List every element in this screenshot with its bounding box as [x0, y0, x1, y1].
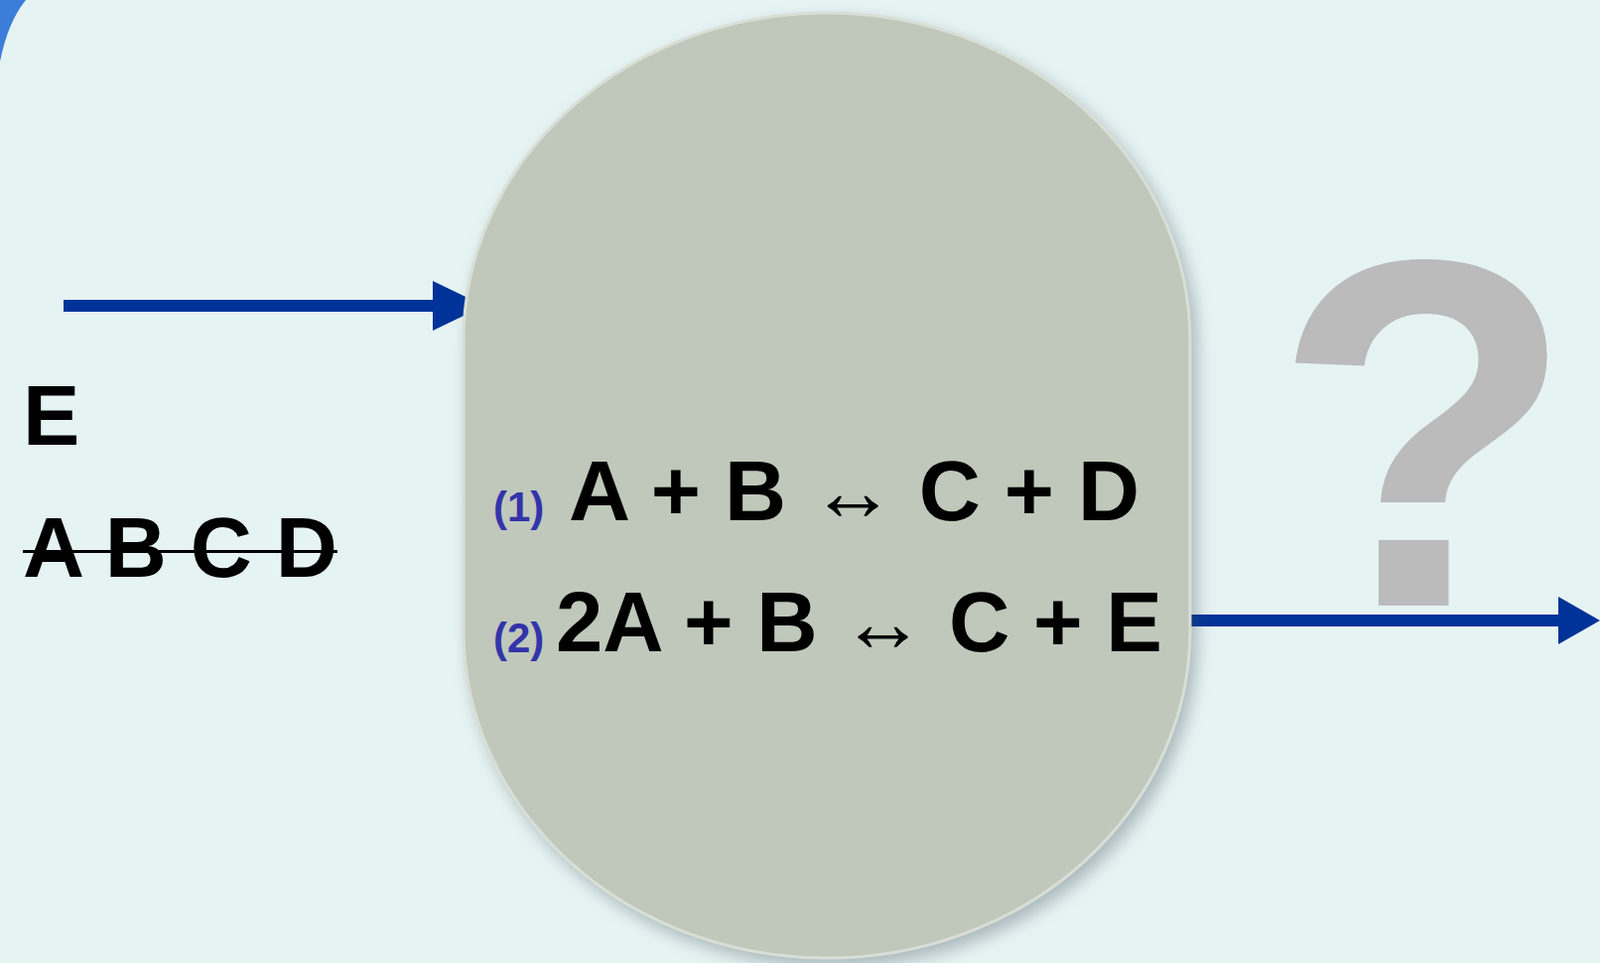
reactor-vessel: (1) A + B ↔ C + D (2) 2A + B ↔ C + E [462, 11, 1192, 959]
reaction-number: (1) [493, 486, 544, 529]
species-label: E [22, 372, 80, 458]
reaction-equation: 2A + B ↔ C + E [555, 579, 1163, 665]
inlet-arrow [63, 280, 485, 331]
reaction-equation: A + B ↔ C + D [568, 447, 1140, 534]
question-mark: ? [1272, 185, 1576, 682]
excluded-species-label: A B C D [22, 504, 338, 590]
vessel-body [463, 12, 1191, 958]
corner-mark [0, 0, 26, 62]
reaction-number: (2) [493, 617, 544, 660]
